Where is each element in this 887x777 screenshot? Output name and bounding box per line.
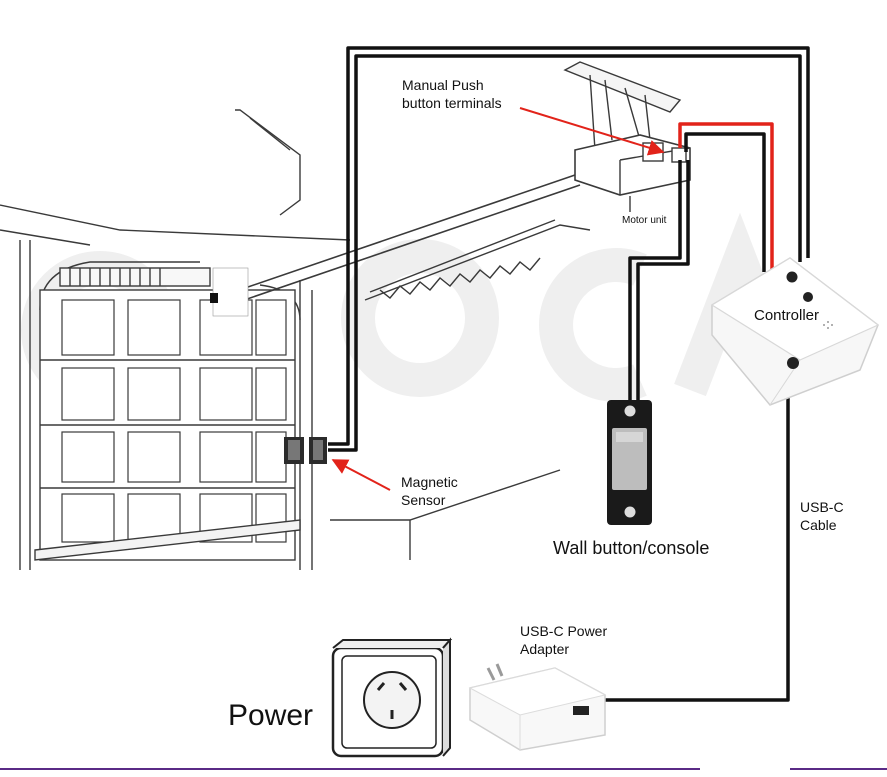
usb-c-cable-label: USB-C Cable bbox=[800, 499, 844, 533]
mount-plate-bolt bbox=[210, 293, 218, 303]
bottom-strip-right bbox=[790, 768, 887, 770]
manual-push-arrow bbox=[519, 107, 665, 156]
usb-c-adapter-label: USB-C Power Adapter bbox=[520, 623, 608, 657]
wiring bbox=[328, 46, 810, 702]
mount-plate bbox=[212, 267, 249, 317]
usb-c-adapter-device bbox=[468, 663, 607, 751]
manual-push-label: Manual Push button terminals bbox=[402, 77, 502, 111]
controller-button-top bbox=[786, 271, 798, 283]
usb-port-icon bbox=[573, 706, 589, 715]
controller-device bbox=[710, 257, 880, 406]
garage-door-illustration bbox=[0, 61, 691, 570]
wall-button-device bbox=[607, 400, 652, 525]
magnetic-sensor bbox=[284, 437, 327, 464]
magnetic-sensor-label: Magnetic Sensor bbox=[401, 474, 458, 508]
power-outlet bbox=[331, 637, 453, 758]
wall-button-label: Wall button/console bbox=[553, 538, 710, 558]
controller-speaker-icon bbox=[823, 321, 833, 329]
bottom-strip-left bbox=[0, 768, 700, 770]
magnetic-sensor-arrow bbox=[331, 459, 391, 491]
controller-button-bottom bbox=[787, 357, 799, 369]
controller-label: Controller bbox=[754, 307, 820, 324]
motor-unit-label: Motor unit bbox=[622, 215, 667, 226]
controller-button-mid bbox=[803, 292, 813, 302]
power-label: Power bbox=[228, 699, 314, 732]
